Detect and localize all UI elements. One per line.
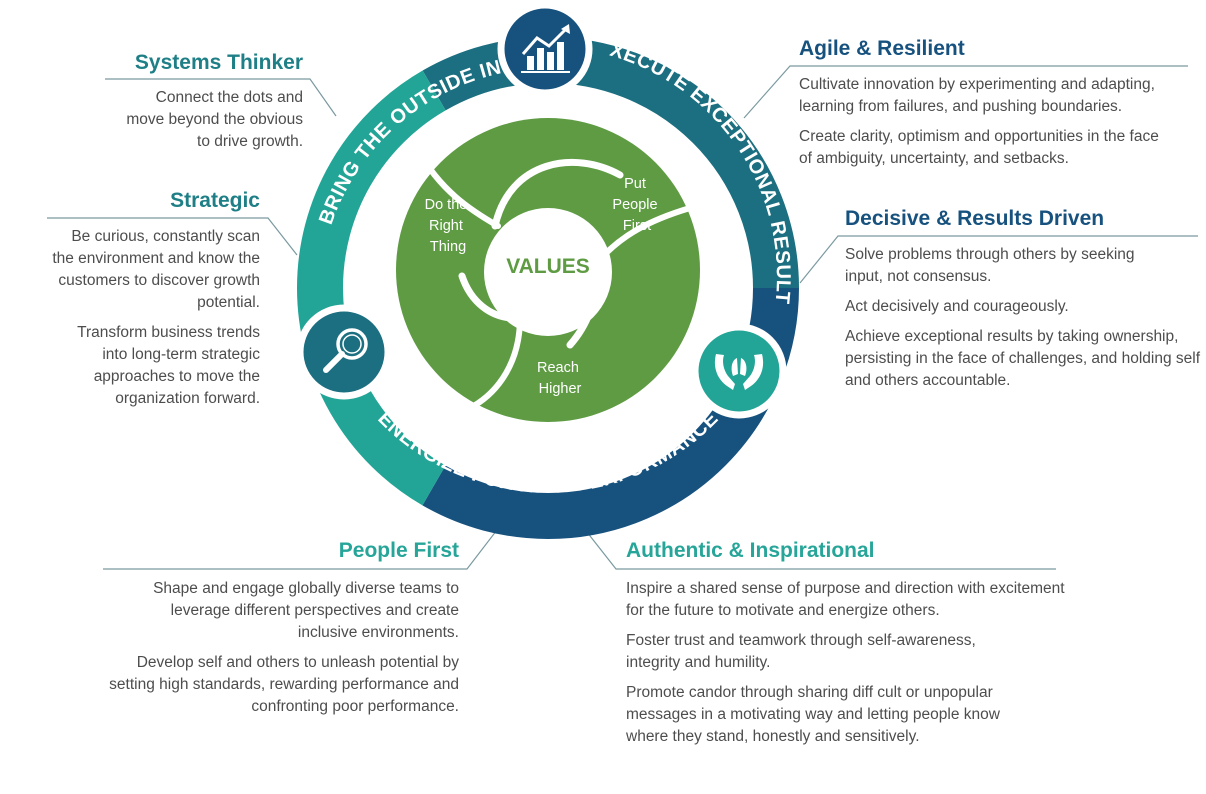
desc-people-first-2: Develop self and others to unleash poten… (109, 654, 459, 715)
connector-systems-thinker (105, 78, 337, 117)
title-strategic: Strategic (170, 189, 260, 212)
desc-systems-thinker-1: Connect the dots and move beyond the obv… (126, 89, 303, 150)
desc-strategic-1: Be curious, constantly scan the environm… (52, 228, 260, 311)
desc-agile-resilient-2: Create clarity, optimism and opportuniti… (799, 128, 1159, 167)
desc-strategic-2: Transform business trends into long-term… (77, 324, 260, 407)
chart-growth-icon (521, 24, 570, 73)
block-systems-thinker: Systems Thinker Connect the dots and mov… (108, 50, 303, 161)
connector-decisive (799, 235, 1198, 284)
caring-hands-icon (714, 354, 764, 390)
desc-agile-resilient-1: Cultivate innovation by experimenting an… (799, 76, 1155, 115)
badge-chart (497, 1, 593, 97)
badge-magnifier (296, 304, 392, 400)
title-systems-thinker: Systems Thinker (134, 51, 303, 74)
desc-authentic-2: Foster trust and teamwork through self-a… (626, 632, 976, 671)
title-decisive: Decisive & Results Driven (845, 207, 1105, 230)
desc-people-first-1: Shape and engage globally diverse teams … (153, 580, 459, 641)
desc-authentic-1: Inspire a shared sense of purpose and di… (626, 580, 1065, 619)
ring-segment-energize (297, 37, 799, 539)
connector-strategic (47, 217, 298, 256)
block-decisive: Decisive & Results Driven Solve problems… (845, 206, 1200, 400)
values-center-label: VALUES (506, 255, 590, 278)
values-segment-do-right-thing: Do the Right Thing (425, 197, 472, 255)
block-authentic: Authentic & Inspirational Inspire a shar… (626, 538, 1066, 756)
desc-decisive-1: Solve problems through others by seeking… (845, 246, 1135, 285)
title-people-first: People First (338, 539, 459, 562)
badge-hands (691, 323, 787, 419)
block-people-first: People First Shape and engage globally d… (100, 538, 459, 726)
desc-decisive-2: Act decisively and courageously. (845, 298, 1069, 315)
title-agile-resilient: Agile & Resilient (799, 37, 965, 60)
connector-lines (47, 65, 1198, 570)
magnifier-icon (323, 328, 368, 373)
values-segment-reach-higher: Reach Higher (537, 360, 583, 397)
desc-authentic-3: Promote candor through sharing diff cult… (626, 684, 1000, 745)
values-disc (396, 118, 700, 422)
values-center (484, 208, 612, 336)
connector-agile-resilient (743, 65, 1188, 119)
title-authentic: Authentic & Inspirational (626, 539, 875, 562)
block-agile-resilient: Agile & Resilient Cultivate innovation b… (799, 36, 1194, 178)
block-strategic: Strategic Be curious, constantly scan th… (50, 188, 260, 418)
values-segment-put-people-first: Put People First (612, 176, 661, 234)
desc-decisive-3: Achieve exceptional results by taking ow… (845, 328, 1201, 389)
ring-segment-execute-results (297, 37, 799, 539)
